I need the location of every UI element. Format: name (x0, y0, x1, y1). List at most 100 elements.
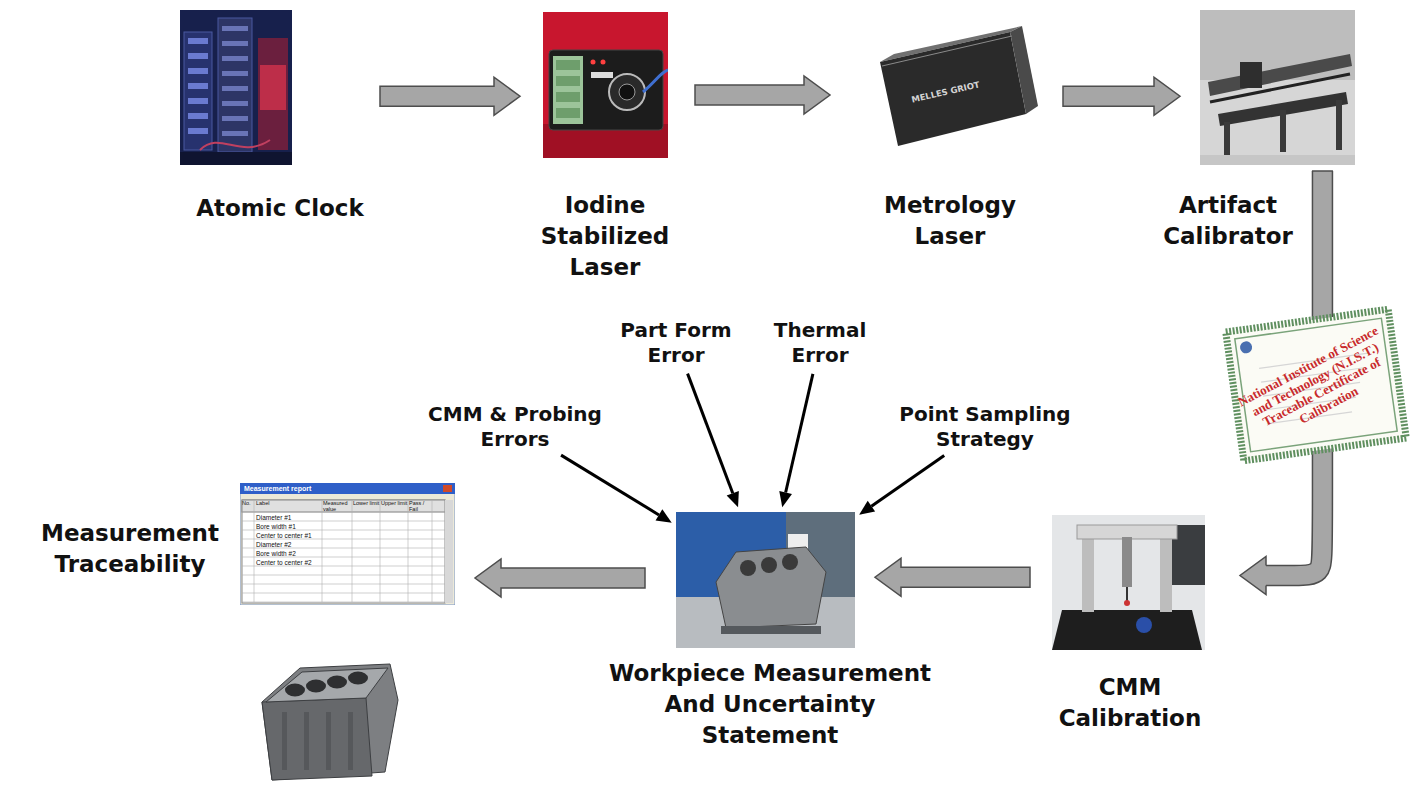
window-title: Measurement report (244, 484, 394, 493)
flow-arrow (475, 559, 645, 597)
node-label: Part Form Error (611, 318, 741, 368)
floor (180, 152, 292, 165)
indicator-panel (188, 98, 208, 104)
table-cell: Bore width #2 (256, 550, 322, 557)
flow-arrow (875, 558, 1030, 596)
atomic-clock-photo: Atomic Clock (180, 10, 292, 165)
workpiece-photo: Workpiece Measurement And Uncertainty St… (676, 512, 855, 648)
equipment-rack (218, 18, 252, 152)
cmm-probe (1126, 587, 1128, 601)
engine-rib (282, 712, 287, 770)
engine-block (716, 547, 826, 628)
photo-illustration (676, 512, 855, 648)
calibrator-carriage (1240, 62, 1262, 88)
indicator-panel (188, 83, 208, 89)
influence-arrow (561, 455, 672, 523)
indicator-led (601, 60, 606, 65)
fiber-cable (643, 70, 668, 92)
laser-end-face (1010, 26, 1038, 114)
table-row-line (242, 602, 445, 603)
cylinder-bore (285, 684, 305, 697)
block-arrow-head (1240, 557, 1266, 595)
block-arrow (380, 77, 520, 115)
photo-background (180, 10, 292, 165)
fixture (721, 626, 821, 634)
control-knob (609, 74, 645, 110)
error-source: Point Sampling Strategy (878, 402, 1093, 452)
node-caption: Metrology Laser (870, 190, 1030, 252)
indicator-panel (188, 53, 208, 59)
red-glow (260, 65, 286, 110)
table-row-line (242, 521, 445, 522)
indicator-panel (222, 56, 248, 61)
table-column-line (432, 500, 433, 602)
cylinder-bore (348, 672, 368, 685)
display-row (556, 92, 580, 102)
node-caption: Iodine Stabilized Laser (525, 190, 685, 283)
flow-arrow (1063, 77, 1180, 115)
table-column-line (254, 500, 255, 602)
laser-edge (882, 36, 1012, 66)
arrow-line (871, 455, 944, 506)
block-arrow (695, 76, 830, 114)
photo-background (1052, 515, 1205, 650)
equipment-rack (184, 32, 212, 150)
table-column-line (380, 500, 381, 602)
cylinder-bore (761, 557, 777, 573)
photo-background (543, 12, 668, 158)
instrument-plate (591, 72, 613, 78)
table-header: Label (256, 501, 316, 507)
table-header: No. (242, 501, 254, 507)
cylinder-bore (740, 560, 756, 576)
certificate-illustration (1226, 309, 1406, 461)
title-bar (240, 483, 455, 494)
indicator-panel (222, 26, 248, 31)
indicator-panel (188, 38, 208, 44)
engine-deck (266, 668, 388, 702)
arrow-line (688, 374, 733, 494)
cylinder-bore (327, 676, 347, 689)
photo-illustration (1052, 515, 1205, 650)
table-area (242, 500, 445, 603)
table-header: Lower limit (353, 501, 380, 507)
engine-block-illustration (262, 664, 398, 780)
cmm-column (1082, 530, 1094, 612)
node-label: Point Sampling Strategy (878, 402, 1093, 452)
display-row (556, 76, 580, 86)
block-arrow (1063, 77, 1180, 115)
close-button (443, 485, 452, 492)
error-source: Part Form Error (611, 318, 741, 368)
photo-background (676, 512, 855, 648)
table-cell: Diameter #2 (256, 541, 322, 548)
cmm-bridge (1077, 525, 1177, 539)
arrow-line (561, 455, 659, 515)
table-cell: Center to center #2 (256, 559, 322, 566)
indicator-panel (222, 101, 248, 106)
table-row-line (242, 539, 445, 540)
display-panel (553, 56, 583, 124)
flow-arrow (380, 77, 520, 115)
artifact-calibrator-photo: Artifact Calibrator (1200, 10, 1355, 165)
table-row-line (242, 512, 445, 513)
block-arrow (475, 559, 645, 597)
photo-background (862, 10, 1042, 160)
flow-arrow (695, 76, 830, 114)
cmm-photo: CMM Calibration (1052, 515, 1205, 650)
floor (1200, 155, 1355, 165)
node-caption: CMM Calibration (1045, 672, 1215, 734)
node-label: CMM & Probing Errors (415, 402, 615, 452)
photo-background (1200, 10, 1355, 165)
node-caption: Artifact Calibrator (1153, 190, 1303, 252)
node-caption: Atomic Clock (160, 193, 400, 224)
photo-illustration (180, 10, 292, 165)
arrow-head (727, 491, 739, 507)
indicator-panel (222, 116, 248, 121)
table-row-line (242, 593, 445, 594)
calibrator-leg (1336, 100, 1342, 150)
table-header: Pass / Fail (409, 501, 432, 512)
block-arrow (875, 558, 1030, 596)
indicator-led (591, 60, 596, 65)
table-row-line (242, 566, 445, 567)
node-label: Thermal Error (760, 318, 880, 368)
